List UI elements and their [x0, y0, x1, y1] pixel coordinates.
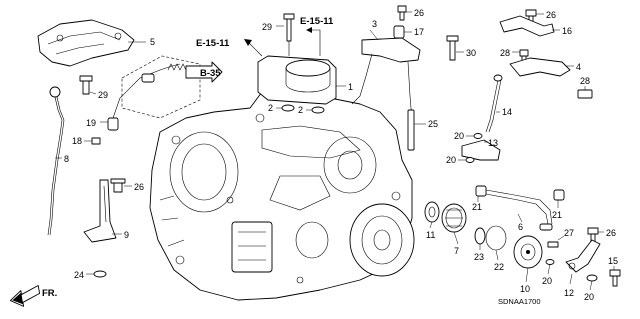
clamp-part-21-a: [475, 185, 487, 197]
bolt-part-18: [91, 137, 101, 145]
callout-9: 9: [124, 230, 129, 240]
clip-part-17: [393, 25, 405, 39]
callout-29-left: 29: [98, 90, 108, 100]
pipe-part-6: [485, 189, 553, 231]
callout-28-a: 28: [500, 48, 510, 58]
washer-part-2a: [281, 104, 295, 112]
filter-assembly-part-1: [257, 55, 337, 105]
linkage-part-13: [461, 139, 501, 161]
callout-17: 17: [414, 27, 424, 37]
b35-arrow: [185, 61, 223, 83]
bolt-part-26-left: [110, 178, 126, 193]
bolt-part-30: [446, 35, 459, 61]
callout-14: 14: [502, 107, 512, 117]
callout-16: 16: [562, 26, 572, 36]
callout-4: 4: [576, 62, 581, 72]
bracket-part-4: [509, 57, 571, 77]
callout-27: 27: [564, 228, 574, 238]
callout-1: 1: [348, 82, 353, 92]
bracket-part-16: [499, 15, 555, 37]
washer-part-20-c: [545, 259, 555, 265]
callout-21-a: 21: [472, 202, 482, 212]
callout-20-d: 20: [584, 292, 594, 302]
callout-23: 23: [474, 252, 484, 262]
bolt-part-27: [547, 241, 559, 248]
ring-part-11: [424, 201, 440, 223]
callout-2-a: 2: [268, 103, 273, 113]
bolt-part-15: [609, 269, 621, 287]
lever-part-12: [565, 239, 601, 273]
ring-part-23: [474, 227, 486, 245]
callout-18: 18: [72, 136, 82, 146]
callout-12: 12: [564, 288, 574, 298]
bolt-part-28-b: [577, 89, 593, 99]
callout-24: 24: [74, 270, 84, 280]
callout-26-top: 26: [414, 8, 424, 18]
callout-20-b: 20: [446, 155, 456, 165]
callout-30: 30: [466, 48, 476, 58]
callout-21-b: 21: [552, 210, 562, 220]
callout-13: 13: [488, 138, 498, 148]
washer-part-2b: [311, 106, 325, 114]
callout-7: 7: [454, 246, 459, 256]
callout-8: 8: [64, 154, 69, 164]
dipstick-part: [47, 86, 65, 236]
callout-26-tr: 26: [546, 10, 556, 20]
callout-20-c: 20: [542, 276, 552, 286]
harness-spring-part: [141, 63, 187, 83]
callout-19: 19: [86, 118, 96, 128]
callout-2-b: 2: [298, 105, 303, 115]
cover-part-10: [513, 235, 543, 269]
callout-22: 22: [494, 262, 504, 272]
filter-part-7: [441, 203, 467, 233]
washer-part-20-a: [473, 133, 483, 139]
diagram-code: SDNAA1700: [498, 297, 541, 306]
callout-20-a: 20: [454, 131, 464, 141]
callout-25: 25: [428, 119, 438, 129]
clamp-part-21-b: [553, 189, 565, 201]
bolt-part-26-br: [587, 227, 599, 243]
front-label: FR.: [42, 288, 57, 299]
callout-29-top: 29: [262, 22, 272, 32]
callout-6: 6: [518, 222, 523, 232]
callout-11: 11: [426, 230, 435, 240]
callout-28-b: 28: [580, 76, 590, 86]
bolt-part-29: [79, 75, 93, 95]
bracket-part-9: [83, 179, 117, 243]
oring-part-22: [485, 225, 507, 251]
bolt-part-29-top: [283, 13, 295, 42]
washer-part-20-b: [465, 157, 475, 163]
callout-26-left: 26: [134, 182, 144, 192]
callout-26-br: 26: [606, 228, 616, 238]
front-arrow-icon: [9, 285, 41, 307]
pin-part-25: [407, 109, 415, 151]
cover-bracket-part: [37, 19, 135, 67]
washer-part-20-d: [586, 274, 598, 282]
section-ref-e15-11-top: E-15-11: [300, 16, 334, 27]
callout-5: 5: [150, 37, 155, 47]
callout-3: 3: [372, 19, 377, 29]
washer-part-24: [93, 270, 107, 278]
callout-15: 15: [608, 256, 618, 266]
callout-10: 10: [520, 284, 530, 294]
section-ref-e15-11-left: E-15-11: [196, 38, 230, 49]
cable-part-14: [485, 74, 503, 133]
transmission-housing-part: [149, 91, 415, 301]
bolt-part-26-top: [397, 5, 407, 21]
section-ref-b35: B-35: [200, 68, 221, 79]
